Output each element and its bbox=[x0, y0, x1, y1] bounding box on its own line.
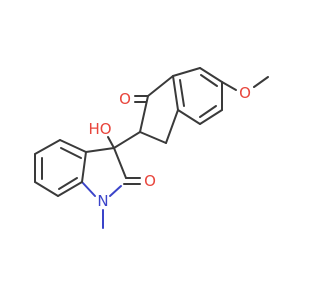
ind-bz-6 bbox=[172, 75, 179, 111]
ox-bz-1 bbox=[59, 139, 87, 153]
ox-bz-2 bbox=[34, 139, 61, 155]
ox-5-1 bbox=[113, 147, 127, 179]
molecule-structure-diagram: O O HO O N bbox=[0, 0, 300, 300]
ind-5-2 bbox=[165, 109, 179, 144]
ox-bz-4 bbox=[34, 181, 59, 197]
atom-label-carbonyl-oxygen: O bbox=[119, 90, 131, 108]
atom-labels: O O HO O N bbox=[88, 84, 250, 210]
molecule bbox=[34, 67, 269, 229]
ind-5-1 bbox=[147, 75, 174, 97]
ome-o-ch3 bbox=[253, 76, 269, 88]
ox-5-4 bbox=[81, 151, 87, 183]
ox-5-5 bbox=[85, 147, 115, 153]
ome-c-o bbox=[221, 81, 237, 91]
ind-bz-2 bbox=[199, 67, 223, 83]
atom-label-hydroxyl: HO bbox=[88, 120, 111, 138]
ind-bz-4 bbox=[199, 109, 223, 125]
atom-label-methoxy-oxygen: O bbox=[239, 84, 251, 102]
c3-oh bbox=[107, 136, 115, 149]
ind-5-3 bbox=[139, 131, 167, 144]
ind-bz-6i bbox=[179, 79, 185, 107]
ox-bz-5 bbox=[57, 181, 83, 197]
ind-bz-4i bbox=[199, 105, 217, 118]
atom-label-nitrogen: N bbox=[97, 192, 108, 210]
atom-label-lactam-oxygen: O bbox=[144, 172, 156, 190]
ox-5-2 bbox=[109, 185, 122, 197]
ox-bz-1i bbox=[60, 147, 82, 159]
ind-bz-2i bbox=[200, 74, 218, 87]
ox-5-3 bbox=[81, 181, 96, 197]
ind-bz-5 bbox=[177, 109, 201, 125]
link bbox=[113, 131, 141, 149]
ind-bz-1 bbox=[172, 67, 201, 77]
ox-bz-5i bbox=[58, 177, 78, 190]
final-background bbox=[0, 0, 300, 300]
